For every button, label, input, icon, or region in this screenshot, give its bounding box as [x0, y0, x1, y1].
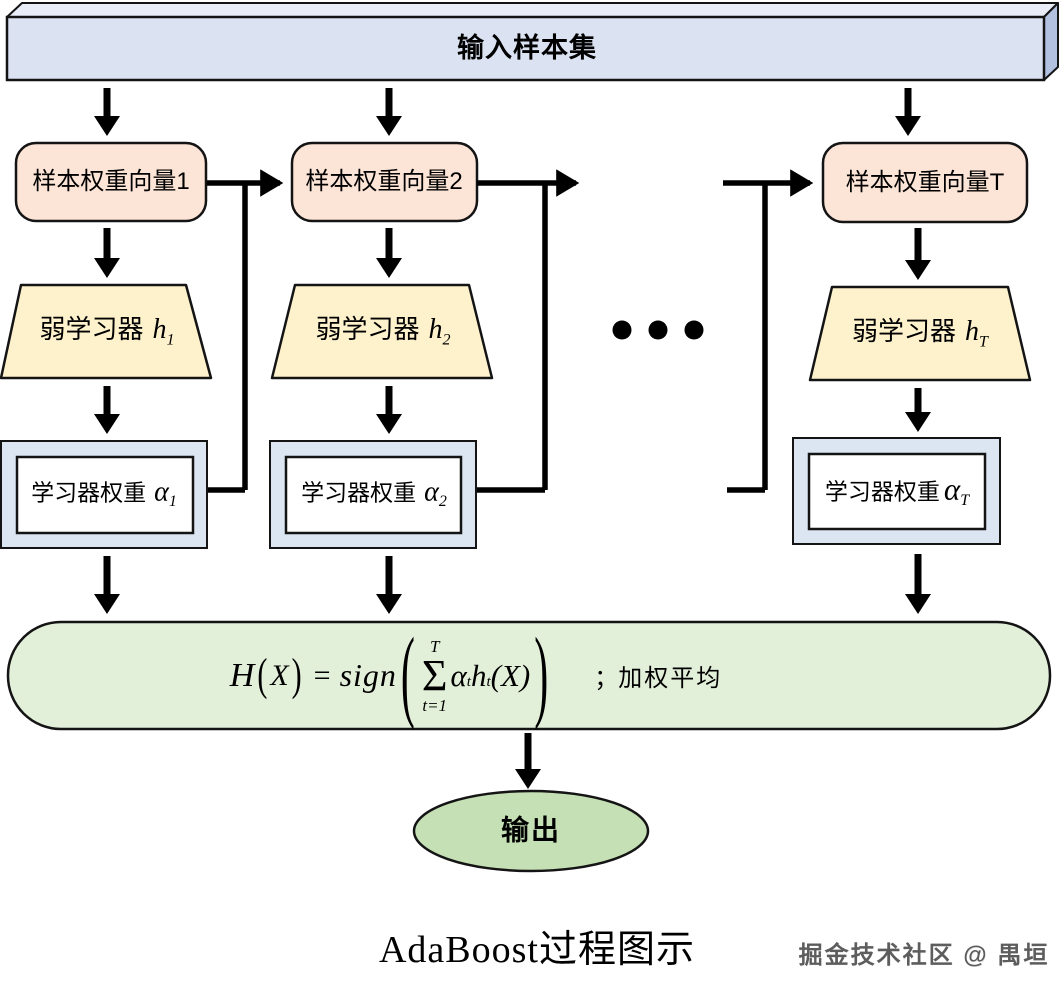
alpha-2-box — [269, 440, 477, 549]
weak-learner-2-label: 弱学习器 h2 — [315, 314, 451, 349]
formula-summation: T Σ t=1 — [422, 638, 448, 714]
weak-learner-2-symbol: h — [428, 314, 443, 346]
summation-lower-limit: t=1 — [422, 695, 448, 715]
sigma-symbol: Σ — [421, 651, 448, 701]
arrow-alpha1-to-combiner — [94, 556, 120, 614]
arrow-learner1-to-alpha1 — [94, 386, 120, 434]
weighted-average-note: 加权平均 — [618, 665, 723, 693]
arrow-wv2-to-learner2 — [376, 228, 402, 278]
input-sample-bar — [5, 2, 1059, 82]
weak-learner-T-text: 弱学习器 — [852, 316, 957, 347]
output-label: 输出 — [500, 814, 562, 846]
alpha-T-inner — [807, 452, 987, 531]
term-h: h — [470, 657, 487, 693]
input-sample-label: 输入样本集 — [457, 33, 597, 64]
weak-learner-1-symbol: h — [152, 314, 167, 346]
ellipsis-dot-2 — [648, 320, 668, 340]
weak-learner-T-subscript: T — [979, 333, 988, 351]
formula-rparen-small: ) — [291, 650, 302, 700]
weak-learner-2-text: 弱学习器 — [315, 314, 420, 345]
arrow-bar-to-wv2 — [376, 88, 402, 136]
weight-vector-T-label: 样本权重向量T — [845, 168, 1005, 196]
alpha-2-inner — [284, 455, 463, 535]
weak-learner-T-trapezoid — [808, 285, 1032, 382]
formula-separator: ； — [594, 665, 619, 693]
arrow-bar-to-wv1 — [94, 88, 120, 136]
weak-learner-1-trapezoid — [0, 283, 213, 380]
weak-learner-1-subscript: 1 — [166, 331, 175, 349]
alpha-1-symbol: α — [154, 476, 169, 508]
formula-X: X — [270, 658, 289, 692]
weight-vector-1-box — [14, 141, 208, 223]
summation-upper-limit: T — [429, 637, 440, 657]
alpha-2-subscript: 2 — [438, 493, 447, 510]
alpha-1-box — [0, 440, 208, 549]
alpha-1-inner — [15, 455, 195, 535]
alpha-2-label: 学习器权重 α2 — [301, 477, 447, 510]
arrow-alpha2-to-combiner — [376, 556, 402, 614]
arrow-alphaT-to-combiner — [905, 554, 931, 614]
alpha-1-label: 学习器权重 α1 — [31, 477, 177, 510]
arrow-wv1-to-learner1 — [94, 228, 120, 278]
arrow-bar-to-wvT — [895, 88, 921, 136]
alpha-T-text: 学习器权重 — [824, 478, 940, 505]
alpha-T-symbol: α — [943, 471, 961, 507]
weak-learner-1-text: 弱学习器 — [39, 314, 144, 345]
formula-H: H — [229, 656, 255, 694]
weak-learner-2-subscript: 2 — [442, 331, 451, 349]
arrow-wvT-to-learnerT — [905, 228, 931, 280]
alpha-T-box — [792, 437, 1001, 545]
output-ellipse — [412, 789, 650, 873]
bar-top-face — [6, 2, 1059, 18]
weak-learner-1-label: 弱学习器 h1 — [39, 314, 175, 349]
arrow-combiner-to-output — [515, 733, 541, 789]
alpha-1-text: 学习器权重 — [31, 479, 147, 506]
weight-vector-T-box — [821, 141, 1029, 224]
alpha-2-symbol: α — [424, 476, 439, 508]
alpha-T-subscript: T — [960, 492, 970, 509]
formula-lparen-big: ( — [400, 619, 415, 733]
bar-front-face — [5, 15, 1046, 82]
bar-side-face — [1043, 2, 1059, 81]
diagram-caption: AdaBoost过程图示 — [378, 929, 696, 972]
formula-lparen-small: ( — [257, 650, 268, 700]
term-alpha: α — [450, 657, 467, 693]
weak-learner-T-label: 弱学习器 hT — [852, 316, 988, 351]
weak-learner-2-trapezoid — [270, 283, 494, 380]
ellipsis-dot-1 — [612, 320, 632, 340]
formula-sign: sign — [339, 657, 397, 694]
weight-vector-2-label: 样本权重向量2 — [305, 167, 463, 195]
term-alpha-sub: t — [466, 673, 471, 690]
formula-rparen-big: ) — [534, 619, 549, 733]
alpha-1-subscript: 1 — [168, 493, 177, 510]
combiner-stadium — [6, 620, 1052, 731]
term-h-sub: t — [486, 673, 491, 690]
ellipsis-dot-3 — [684, 320, 704, 340]
arrow-learnerT-to-alphaT — [905, 388, 931, 432]
arrow-learner2-to-alpha2 — [376, 386, 402, 434]
term-arg: (X) — [490, 657, 531, 693]
formula-equals: = — [313, 658, 331, 692]
watermark: 掘金技术社区 @ 禺垣 — [798, 941, 1050, 969]
weight-vector-1-label: 样本权重向量1 — [32, 167, 190, 195]
weak-learner-T-symbol: h — [965, 316, 980, 348]
alpha-2-text: 学习器权重 — [301, 479, 417, 506]
